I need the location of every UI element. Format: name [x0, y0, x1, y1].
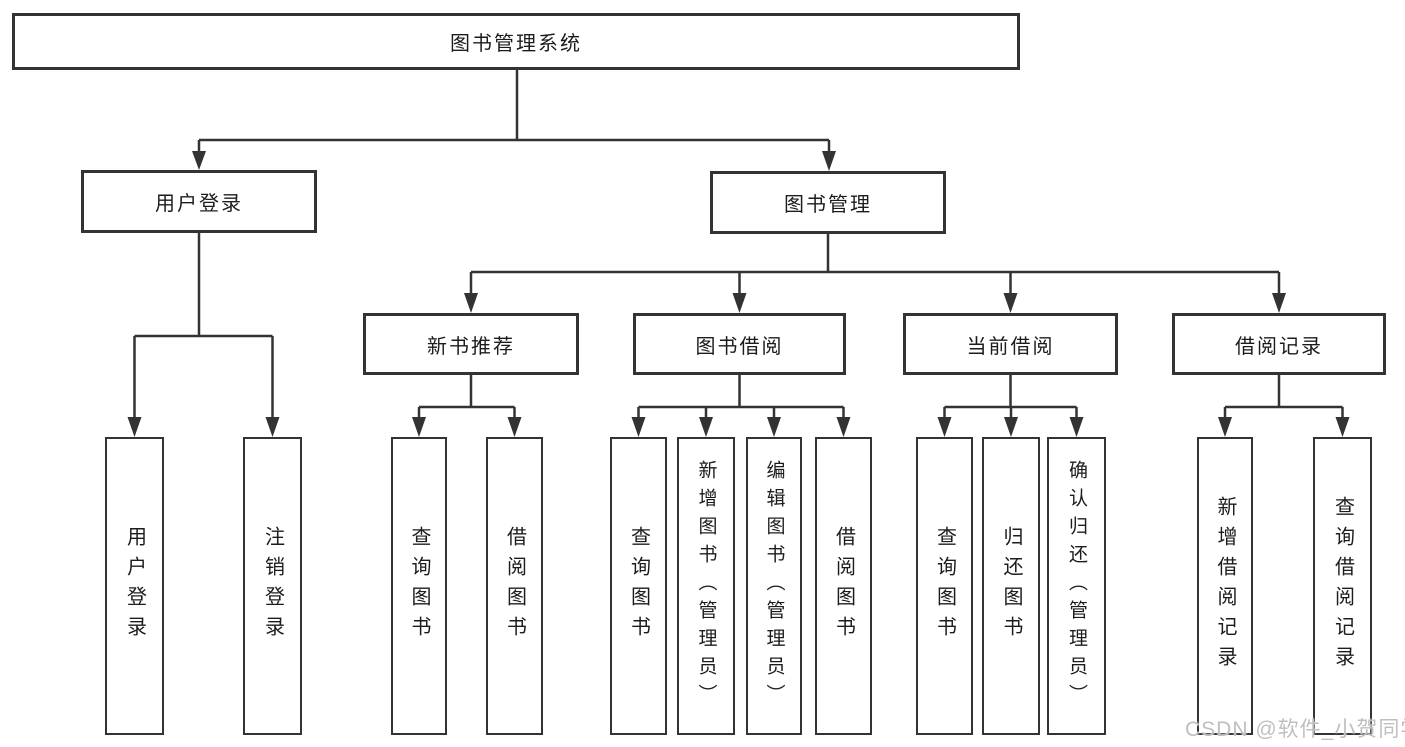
- node-library-system: 图书管理系统: [12, 13, 1020, 70]
- node-new-book-recommend: 新书推荐: [363, 313, 579, 375]
- leaf-logout: 注销登录: [243, 437, 302, 735]
- csdn-watermark: CSDN @软件_小贺同学: [1185, 718, 1405, 741]
- leaf-edit-book-admin: 编辑图书（管理员）: [746, 437, 802, 735]
- node-current-borrow: 当前借阅: [903, 313, 1118, 375]
- leaf-return-book: 归还图书: [982, 437, 1040, 735]
- node-book-management: 图书管理: [710, 171, 946, 234]
- node-borrow-records: 借阅记录: [1172, 313, 1386, 375]
- leaf-query-books-current: 查询图书: [916, 437, 973, 735]
- node-user-login-branch: 用户登录: [81, 170, 317, 233]
- leaf-add-borrow-record: 新增借阅记录: [1197, 437, 1253, 735]
- leaf-query-borrow-record: 查询借阅记录: [1313, 437, 1372, 735]
- leaf-query-books-borrow: 查询图书: [610, 437, 667, 735]
- leaf-borrow-books-recommend: 借阅图书: [486, 437, 543, 735]
- leaf-query-books-recommend: 查询图书: [391, 437, 447, 735]
- leaf-user-login: 用户登录: [105, 437, 164, 735]
- leaf-confirm-return-admin: 确认归还（管理员）: [1047, 437, 1106, 735]
- leaf-borrow-books: 借阅图书: [815, 437, 872, 735]
- node-book-borrow: 图书借阅: [633, 313, 846, 375]
- leaf-add-book-admin: 新增图书（管理员）: [677, 437, 735, 735]
